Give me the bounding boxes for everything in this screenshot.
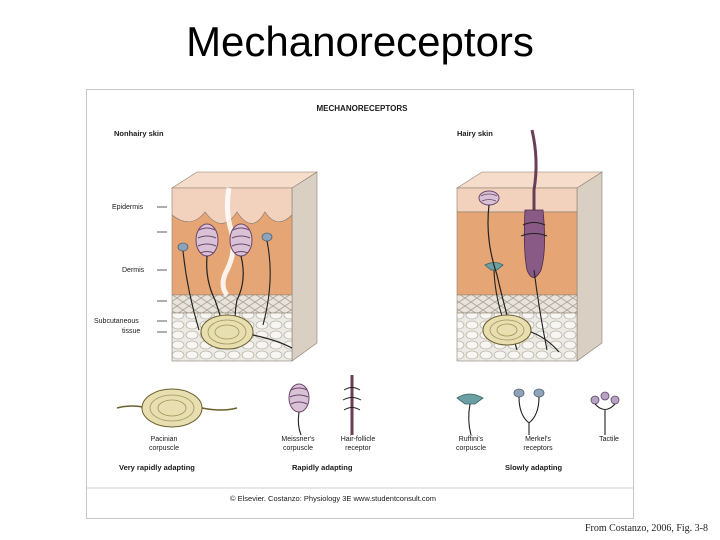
label-very-rapidly-adapting: Very rapidly adapting xyxy=(119,463,195,472)
label-rapidly-adapting: Rapidly adapting xyxy=(292,463,353,472)
figure-title: MECHANORECEPTORS xyxy=(317,104,409,113)
label-ruffini-1: Ruffini's xyxy=(459,436,484,443)
label-epidermis: Epidermis xyxy=(112,204,144,211)
label-ruffini-2: corpuscle xyxy=(456,445,486,452)
panel-label-hairy: Hairy skin xyxy=(457,129,493,138)
label-hair-follicle-2: receptor xyxy=(345,445,371,452)
source-citation: From Costanzo, 2006, Fig. 3-8 xyxy=(584,523,708,534)
tactile-receptor-icon xyxy=(590,391,620,435)
figure-panel: MECHANORECEPTORS Nonhairy skin Hairy ski… xyxy=(86,89,634,519)
meissner-corpuscle-icon xyxy=(288,383,310,436)
label-slowly-adapting: Slowly adapting xyxy=(505,463,563,472)
label-subcutaneous-1: Subcutaneous xyxy=(94,318,139,325)
pacinian-corpuscle-in-skin xyxy=(200,314,293,350)
mechanoreceptor-illustration: MECHANORECEPTORS Nonhairy skin Hairy ski… xyxy=(87,104,633,503)
label-meissner-2: corpuscle xyxy=(283,445,313,452)
label-hair-follicle-1: Hair-follicle xyxy=(341,436,376,443)
figure-credit: © Elsevier. Costanzo: Physiology 3E www.… xyxy=(230,494,436,503)
label-merkel-1: Merkel's xyxy=(525,436,551,443)
pacinian-corpuscle-icon xyxy=(116,388,238,428)
label-merkel-2: receptors xyxy=(523,445,553,452)
label-pacinian-2: corpuscle xyxy=(149,445,179,452)
label-dermis: Dermis xyxy=(122,267,145,274)
label-pacinian-1: Pacinian xyxy=(151,436,178,443)
merkel-receptor-icon xyxy=(513,388,545,435)
layer-labels: Epidermis Dermis Subcutaneous tissue xyxy=(94,204,167,335)
label-meissner-1: Meissner's xyxy=(281,436,315,443)
hair-follicle-receptor-icon xyxy=(342,375,362,435)
panel-label-nonhairy: Nonhairy skin xyxy=(114,129,164,138)
slide-title: Mechanoreceptors xyxy=(186,18,534,65)
label-tactile: Tactile xyxy=(599,436,619,443)
ruffini-corpuscle-icon xyxy=(456,393,484,436)
hairy-skin-block xyxy=(455,129,604,362)
label-subcutaneous-2: tissue xyxy=(122,328,140,335)
nonhairy-skin-block xyxy=(170,171,319,362)
